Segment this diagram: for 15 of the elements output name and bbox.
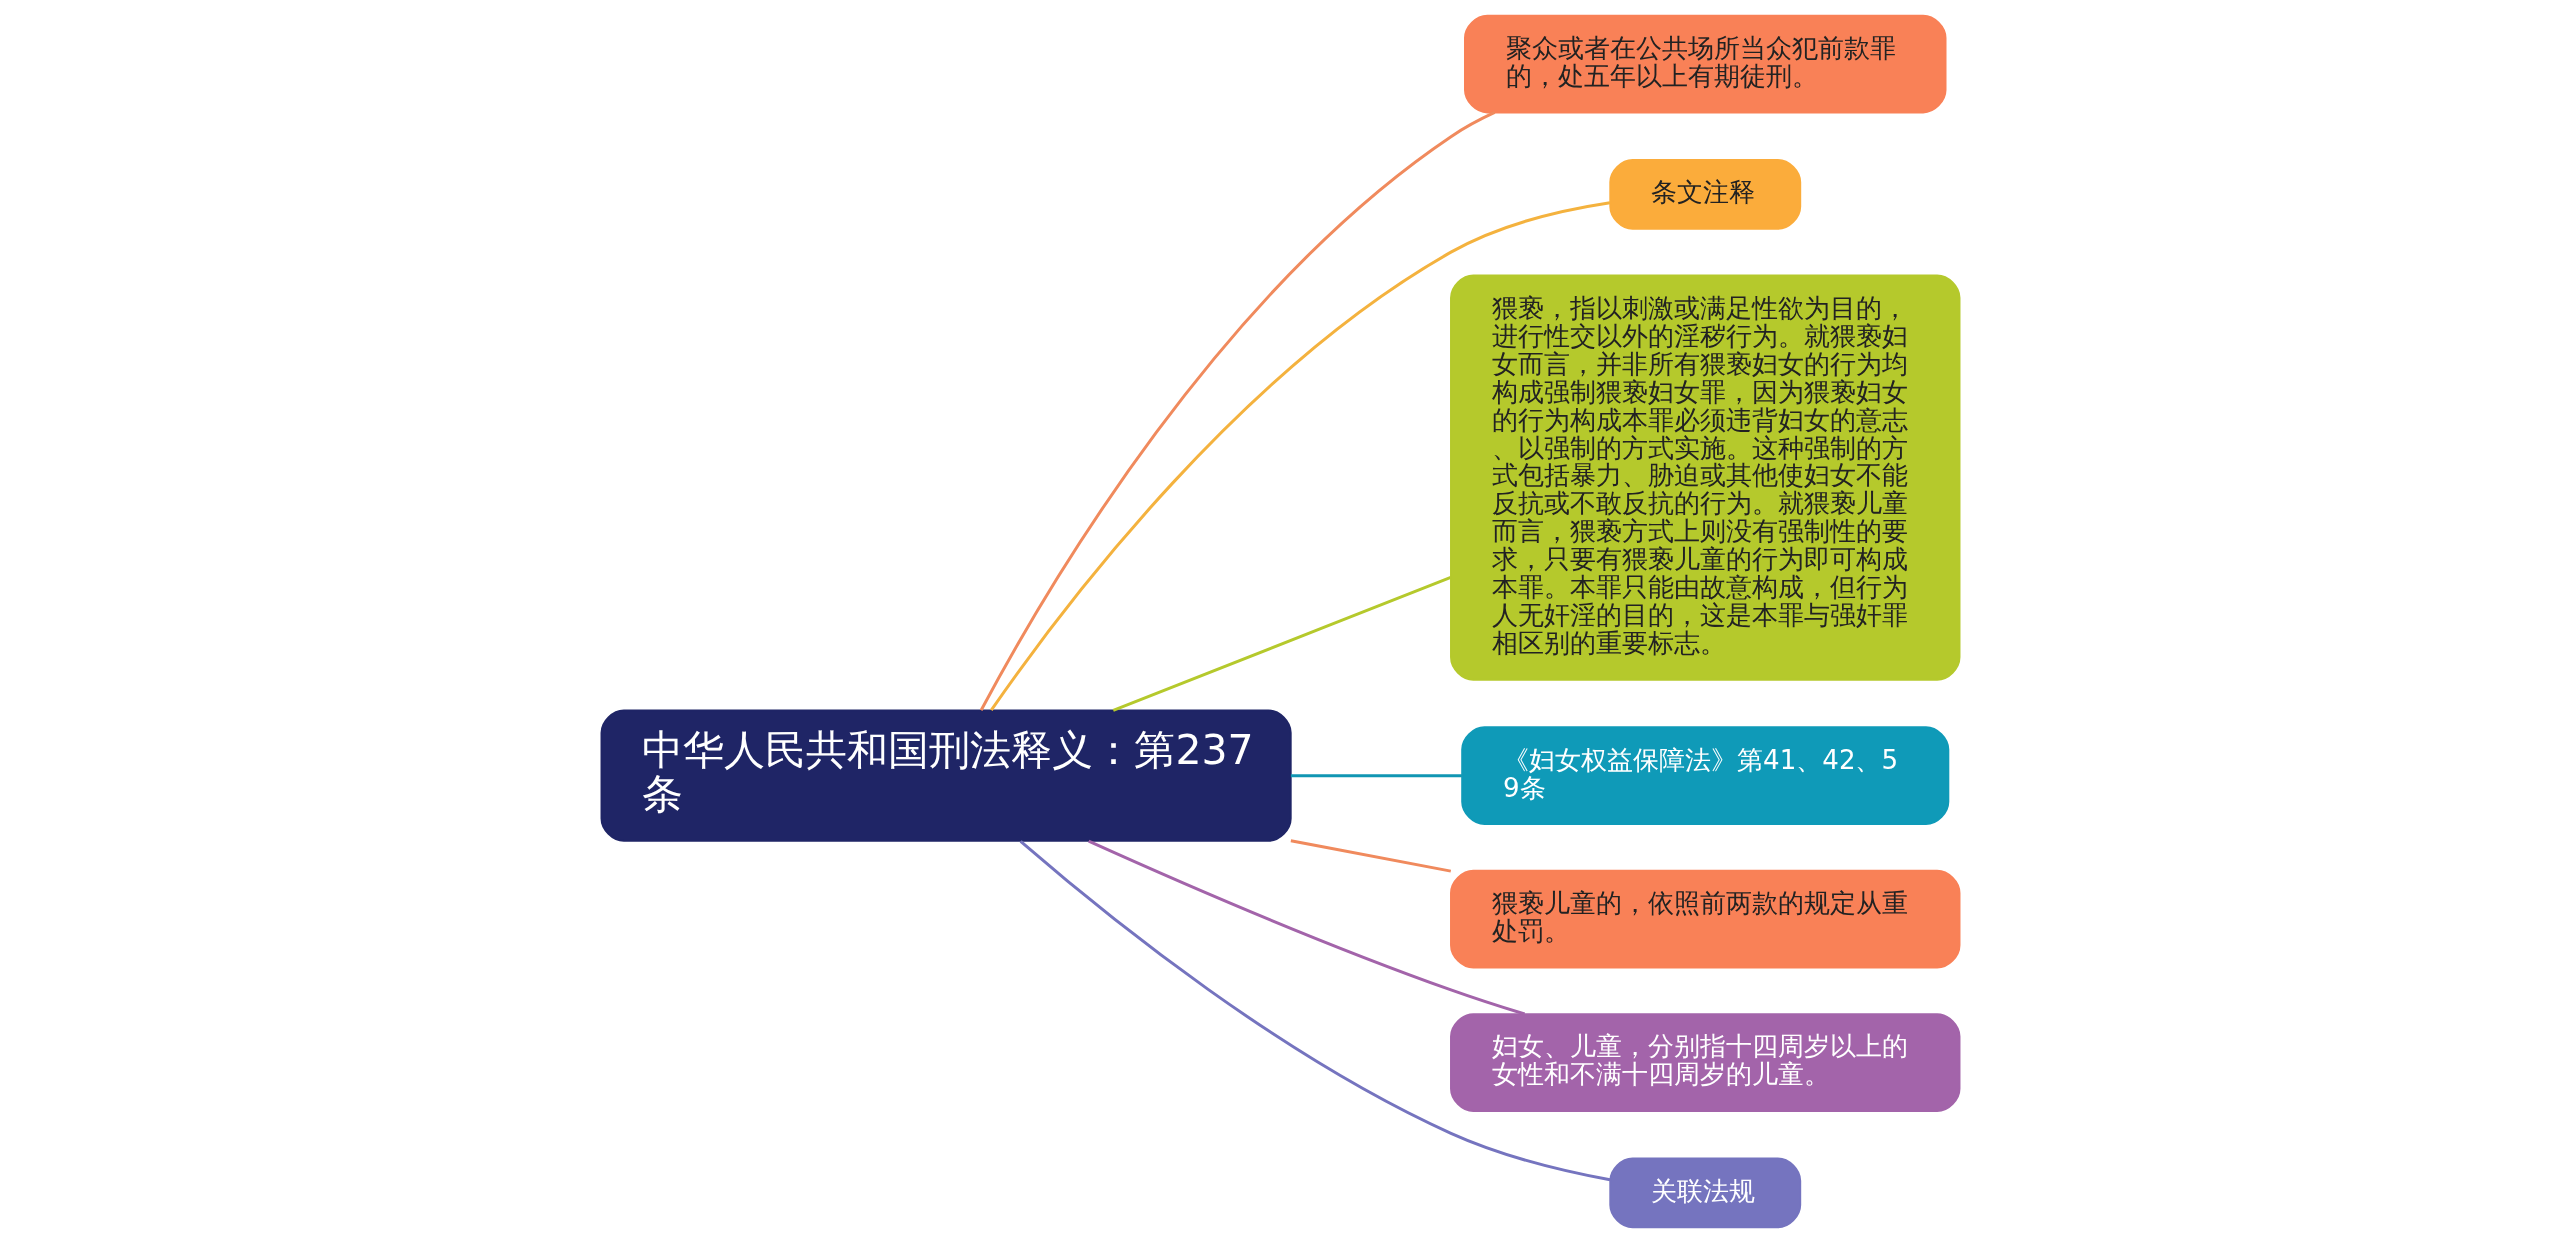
- node-box: 中华人民共和国刑法释义：第237条: [600, 709, 1292, 842]
- connector: [989, 201, 1610, 711]
- node-box: 《妇女权益保障法》第41、42、59条: [1460, 726, 1949, 826]
- node-box: 关联法规: [1608, 1157, 1801, 1229]
- connector: [1112, 575, 1451, 712]
- node-box: 猥亵，指以刺激或满足性欲为目的，进行性交以外的淫秽行为。就猥亵妇女而言，并非所有猥亵妇女的行为均构成强制猥亵妇女罪，因为猥亵妇女的行为构成本罪必须违背妇女的意志、以强制的方式实施。这种强制的方式包括暴力、胁迫或其他使妇女不能反抗或不敢反抗的行为。就猥亵儿童而言，猥亵方式上则没有强制性的要求，只要有猥亵儿童的行为即可构成本罪。本罪只能由故意构成，但行为人无奸淫的目的，这是本罪与强奸罪相区别的重要标志。: [1449, 274, 1960, 681]
- node-box: 妇女、儿童，分别指十四周岁以上的女性和不满十四周岁的儿童。: [1449, 1013, 1960, 1112]
- connector: [1019, 840, 1610, 1182]
- connector: [1087, 839, 1525, 1016]
- node-box: 聚众或者在公共场所当众犯前款罪的，处五年以上有期徒刑。: [1463, 14, 1946, 114]
- node-box: 猥亵儿童的，依照前两款的规定从重处罚。: [1449, 869, 1960, 969]
- connector: [1290, 774, 1462, 778]
- connector: [1290, 839, 1451, 873]
- node-box: 条文注释: [1608, 159, 1801, 230]
- connector: [979, 111, 1495, 711]
